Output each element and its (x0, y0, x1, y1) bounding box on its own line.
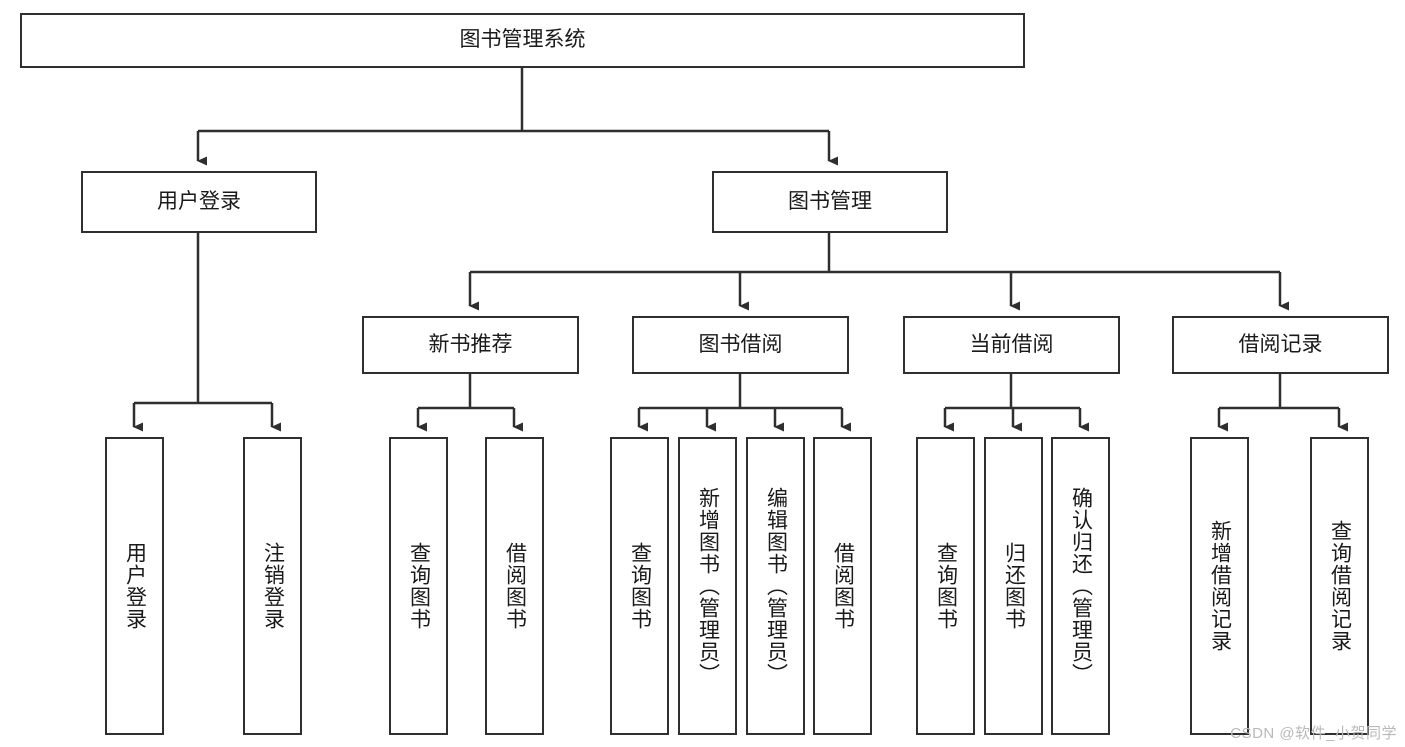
node-leaf-edit-book[interactable]: 编辑图书（管理员） (746, 437, 805, 735)
node-label: 确认归还（管理员） (1069, 487, 1093, 685)
node-label: 查询图书 (628, 542, 652, 630)
node-label: 归还图书 (1002, 542, 1026, 630)
node-label: 查询图书 (407, 542, 431, 630)
node-leaf-add-record[interactable]: 新增借阅记录 (1190, 437, 1249, 735)
node-current-borrow[interactable]: 当前借阅 (903, 316, 1120, 374)
node-label: 借阅图书 (503, 542, 527, 630)
node-leaf-query-book-1[interactable]: 查询图书 (389, 437, 448, 735)
node-leaf-return-book[interactable]: 归还图书 (984, 437, 1043, 735)
node-leaf-borrow-book-2[interactable]: 借阅图书 (813, 437, 872, 735)
node-label: 当前借阅 (969, 332, 1054, 356)
node-leaf-query-book-3[interactable]: 查询图书 (916, 437, 975, 735)
node-label: 图书借阅 (698, 332, 783, 356)
node-label: 查询借阅记录 (1328, 520, 1352, 652)
node-book-borrow[interactable]: 图书借阅 (632, 316, 849, 374)
node-leaf-add-book[interactable]: 新增图书（管理员） (678, 437, 737, 735)
node-leaf-borrow-book-1[interactable]: 借阅图书 (485, 437, 544, 735)
node-book-manage[interactable]: 图书管理 (712, 171, 948, 233)
node-label: 查询图书 (934, 542, 958, 630)
node-leaf-query-record[interactable]: 查询借阅记录 (1310, 437, 1369, 735)
node-label: 新增借阅记录 (1208, 520, 1232, 652)
node-leaf-user-logout[interactable]: 注销登录 (243, 437, 302, 735)
node-label: 用户登录 (157, 189, 241, 213)
node-user-login[interactable]: 用户登录 (81, 171, 317, 233)
node-root[interactable]: 图书管理系统 (20, 13, 1025, 68)
node-new-book-rec[interactable]: 新书推荐 (362, 316, 579, 374)
node-label: 借阅图书 (831, 542, 855, 630)
node-leaf-user-login[interactable]: 用户登录 (105, 437, 164, 735)
node-label: 新增图书（管理员） (696, 487, 720, 685)
node-borrow-record[interactable]: 借阅记录 (1172, 316, 1389, 374)
node-label: 编辑图书（管理员） (764, 487, 788, 685)
node-leaf-confirm-return[interactable]: 确认归还（管理员） (1051, 437, 1110, 735)
node-label: 用户登录 (123, 542, 147, 630)
node-leaf-query-book-2[interactable]: 查询图书 (610, 437, 669, 735)
node-label: 借阅记录 (1238, 332, 1323, 356)
node-label: 新书推荐 (428, 332, 513, 356)
node-label: 图书管理 (788, 189, 872, 213)
node-label: 注销登录 (261, 542, 285, 630)
node-label: 图书管理系统 (459, 28, 586, 52)
